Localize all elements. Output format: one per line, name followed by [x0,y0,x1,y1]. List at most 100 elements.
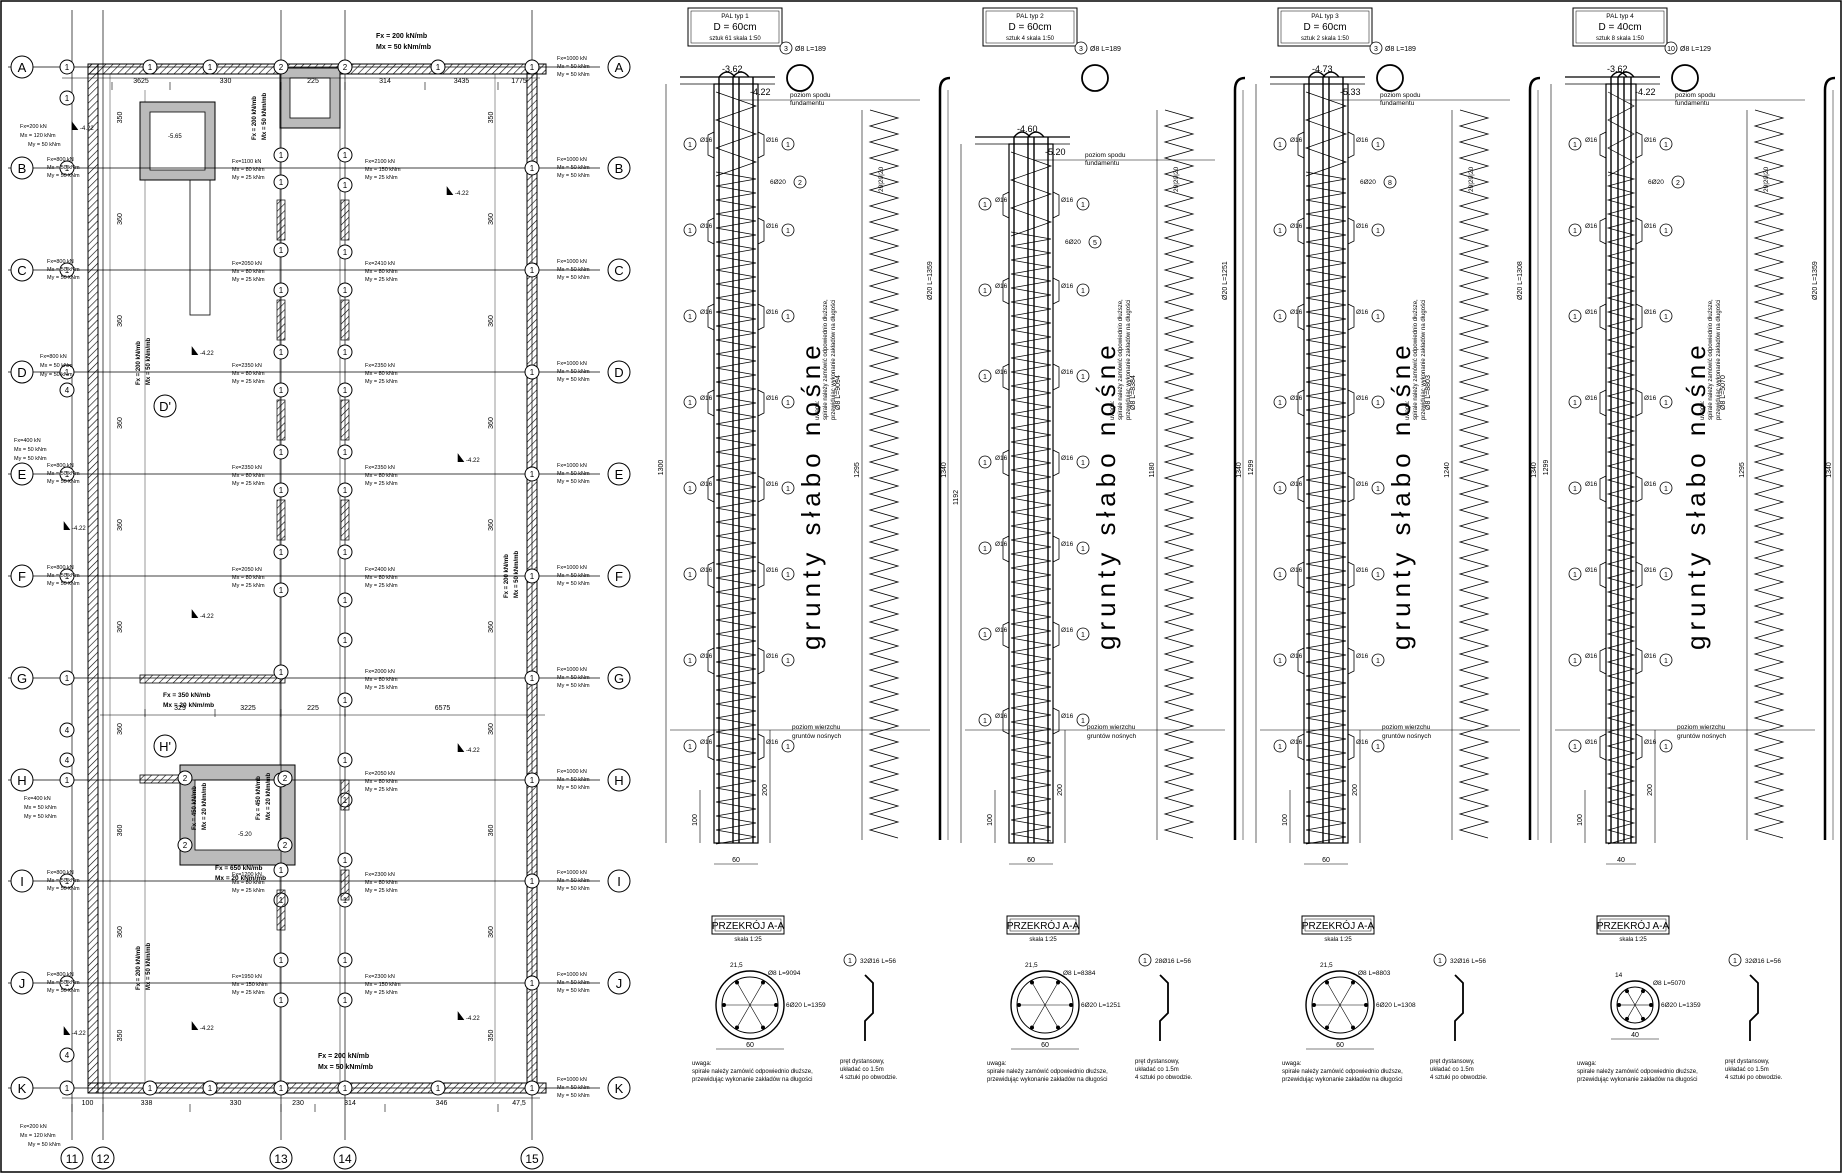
svg-text:przewidując wykonanie zakładów: przewidując wykonanie zakładów na długoś… [987,1077,1107,1083]
pit-load-b1: Fx = 650 kN/mb [215,865,263,872]
svg-text:1: 1 [1573,572,1577,579]
svg-text:1: 1 [688,658,692,665]
found-level-2: fundamentu [1380,100,1415,107]
svg-text:Fx=1000 kN: Fx=1000 kN [557,463,587,469]
svg-text:1: 1 [1376,658,1380,665]
svg-text:1: 1 [343,548,348,557]
spiral-label: Ø8 L=8384 [1130,375,1137,410]
dim-text: 314 [379,78,391,85]
svg-text:1: 1 [279,286,284,295]
note-title: uwaga: [1282,1061,1302,1067]
long-length: Ø20 L=1359 [927,261,934,300]
section-long: 6Ø20 L=1308 [1376,1002,1416,1009]
svg-text:1: 1 [343,448,348,457]
pile-symbol [59,873,75,889]
pile-diameter: D = 40cm [1598,22,1641,33]
svg-text:Fx=1950 kN: Fx=1950 kN [232,974,262,980]
svg-text:uwaga:: uwaga: [1110,400,1116,420]
bar-label: Ø16 [995,713,1008,720]
note-text-2: przewidując wykonanie zakładów na długoś… [1421,300,1427,420]
bar-label: Ø16 [1585,137,1598,144]
pit-load-b2: Mx = 20 kNm/mb [215,875,266,882]
svg-text:1: 1 [279,866,284,875]
svg-text:1: 1 [688,142,692,149]
svg-text:4 sztuki po obwodzie.: 4 sztuki po obwodzie. [1430,1075,1488,1081]
svg-text:Mx = 150 kNm: Mx = 150 kNm [365,167,401,173]
pile-type: PAL typ 3 [1311,13,1339,20]
pile-width: 60 [1322,857,1330,864]
total-length: 1300 [658,460,665,476]
pile-diameter: D = 60cm [1303,22,1346,33]
pile-symbol [524,364,540,380]
row-axis-label: K [615,1081,624,1096]
svg-text:Mx = 50 kNm: Mx = 50 kNm [557,471,590,477]
svg-text:Fx=1000 kN: Fx=1000 kN [557,667,587,673]
section-bars: 32Ø16 L=56 [1450,958,1486,965]
pile-count: sztuk 2 skala 1:50 [1301,36,1350,42]
bar-label: Ø16 [1585,739,1598,746]
note-text-1: spirale należy zamówić odpowiednio dłużs… [823,299,829,420]
svg-text:Fx=800 kN: Fx=800 kN [47,259,74,265]
bar-label: Ø16 [1585,481,1598,488]
svg-text:Mx = 80 kNm: Mx = 80 kNm [365,473,398,479]
svg-text:1: 1 [1376,400,1380,407]
svg-text:-4.22: -4.22 [466,748,480,754]
svg-text:1: 1 [530,877,535,886]
bar-label: Ø16 [995,455,1008,462]
svg-text:1: 1 [1278,658,1282,665]
pile-symbol [337,752,353,768]
svg-text:8: 8 [1388,180,1392,187]
svg-text:1: 1 [1573,744,1577,751]
row-axis-label: G [614,671,624,686]
svg-text:My = 50 kNm: My = 50 kNm [557,886,590,892]
dim-text: 6575 [435,705,451,712]
pile-symbol [337,382,353,398]
pile-symbol [337,852,353,868]
svg-text:Ø16: Ø16 [1356,739,1369,746]
svg-text:1: 1 [343,348,348,357]
dim-text: 329 [174,705,186,712]
vert-load-3b: Mx = 50 kNm/mb [146,942,152,990]
svg-text:1: 1 [1664,400,1668,407]
pile-symbol [202,59,218,75]
spiral-height: 1180 [1149,462,1156,477]
svg-text:Mx = 80 kNm: Mx = 80 kNm [365,575,398,581]
section-long: 6Ø20 L=1359 [1661,1002,1701,1009]
svg-text:1: 1 [786,314,790,321]
svg-text:1: 1 [279,151,284,160]
svg-text:1: 1 [1664,314,1668,321]
row-axis-label: D [17,365,26,380]
svg-text:My = 50 kNm: My = 50 kNm [557,173,590,179]
dim-text: 230 [292,1100,304,1107]
svg-text:1: 1 [1081,460,1085,467]
row-axis-label: B [615,161,624,176]
svg-text:My = 50 kNm: My = 50 kNm [557,72,590,78]
svg-text:5: 5 [1093,240,1097,247]
svg-text:Fx=1000 kN: Fx=1000 kN [557,259,587,265]
svg-text:100: 100 [987,814,994,826]
pile-symbol [337,444,353,460]
found-level-2: fundamentu [790,100,825,107]
pile-symbol [524,873,540,889]
svg-text:1: 1 [983,288,987,295]
svg-text:Ø16: Ø16 [1644,395,1657,402]
bar-label: Ø16 [1290,653,1303,660]
svg-text:1: 1 [65,776,70,785]
bar-label: Ø16 [1585,653,1598,660]
pile-count: sztuk 61 skala 1:50 [709,36,761,42]
svg-text:Mx = 50 kNm: Mx = 50 kNm [557,165,590,171]
svg-text:1: 1 [1278,486,1282,493]
pile-symbol [59,568,75,584]
svg-text:1: 1 [688,572,692,579]
note-text-2: przewidując wykonanie zakładów na długoś… [831,300,837,420]
axis-d-prime: D' [159,399,171,414]
bar-label: Ø16 [1290,223,1303,230]
svg-text:350: 350 [488,1030,495,1042]
svg-text:Mx = 50 kNm: Mx = 50 kNm [557,980,590,986]
corner-load-mx: Mx = 120 kNm [20,133,56,139]
pile-symbol [524,466,540,482]
svg-text:Mx = 50 kNm: Mx = 50 kNm [557,267,590,273]
svg-text:spirale należy zamówić odpowie: spirale należy zamówić odpowiednio dłużs… [987,1069,1108,1075]
